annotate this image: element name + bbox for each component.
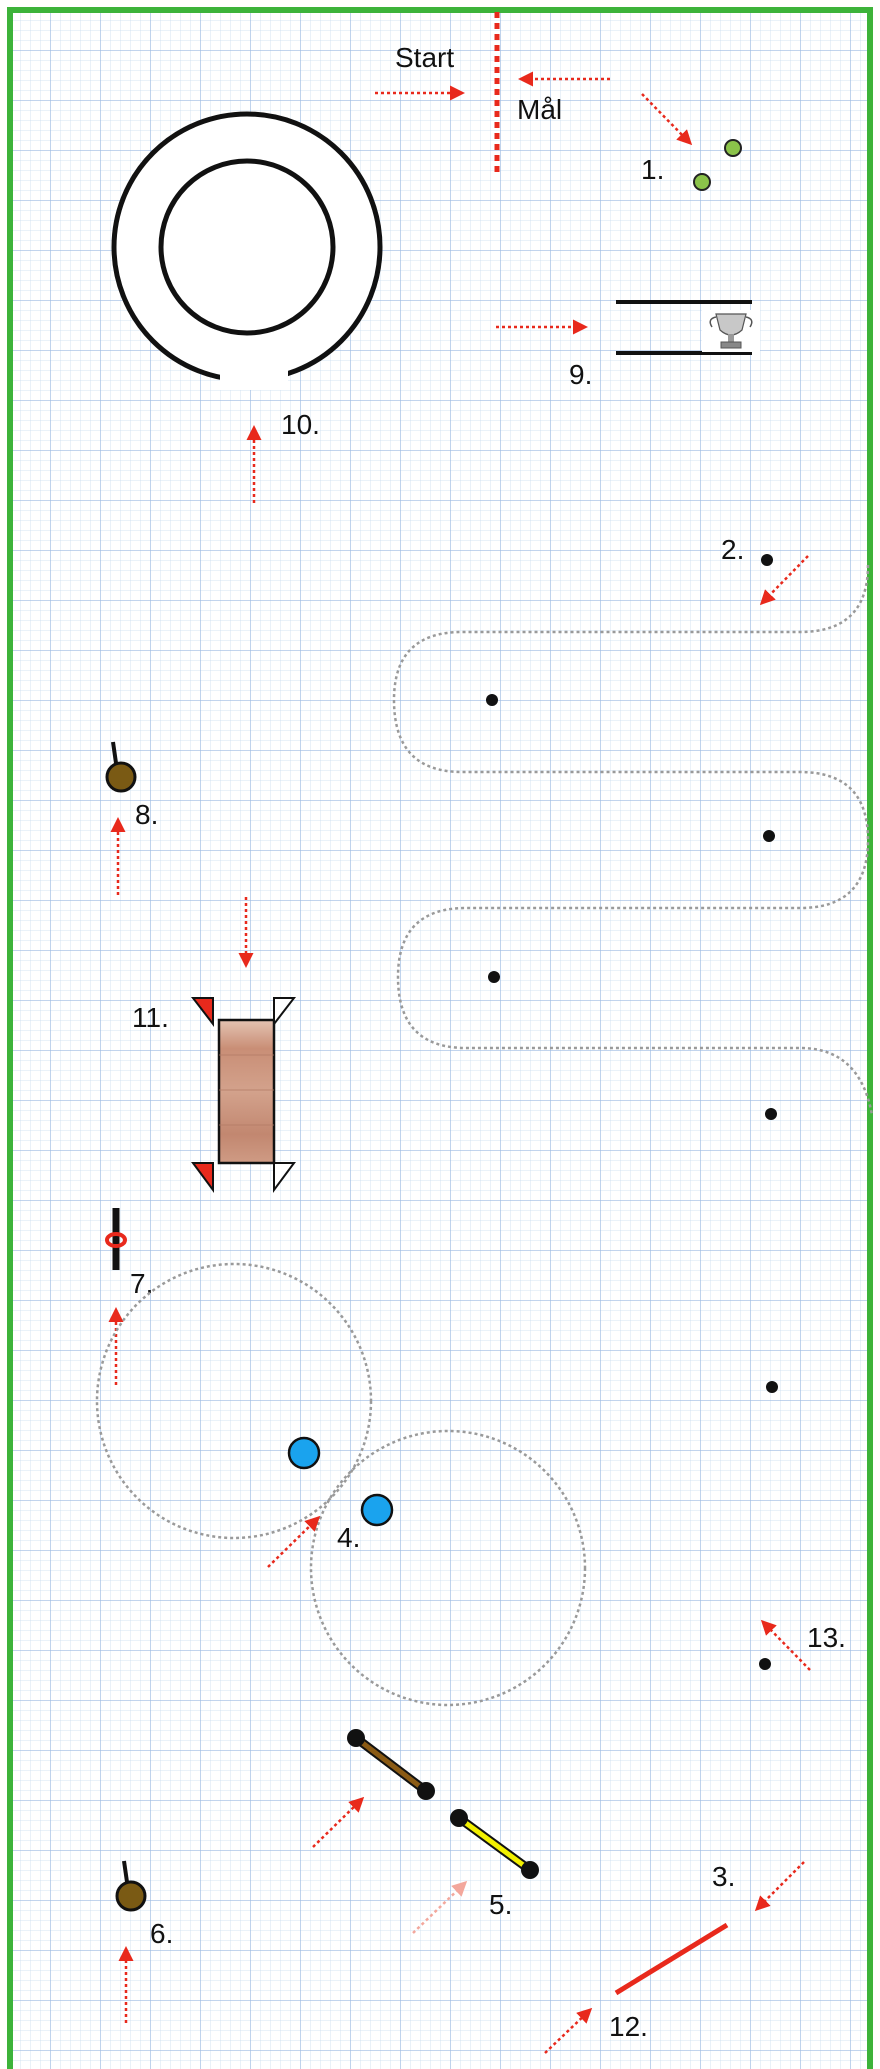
station-1-number: 1. xyxy=(641,154,664,185)
ball-4a xyxy=(289,1438,319,1468)
slalom-dot-6 xyxy=(766,1381,778,1393)
station-9-number: 9. xyxy=(569,359,592,390)
station-5-number: 5. xyxy=(489,1889,512,1920)
station-10-number: 10. xyxy=(281,409,320,440)
station-12-number: 12. xyxy=(609,2011,648,2042)
slalom-dot-2 xyxy=(486,694,498,706)
station-11-number: 11. xyxy=(132,1002,169,1033)
slalom-dot-5 xyxy=(765,1108,777,1120)
cone-1a xyxy=(725,140,741,156)
station-13-number: 13. xyxy=(807,1622,846,1653)
trophy-icon xyxy=(702,310,760,352)
inner-ring xyxy=(161,161,333,333)
post-icon xyxy=(107,763,135,791)
pole-brown-end-a xyxy=(347,1729,365,1747)
station-3-number: 3. xyxy=(712,1861,735,1892)
station-2-number: 2. xyxy=(721,534,744,565)
cone-1b xyxy=(694,174,710,190)
start-label: Start xyxy=(395,42,454,73)
post-6-icon xyxy=(117,1882,145,1910)
ring-opening xyxy=(220,370,288,390)
ball-4b xyxy=(362,1495,392,1525)
slalom-dot-4 xyxy=(488,971,500,983)
station-4-number: 4. xyxy=(337,1522,360,1553)
wooden-board xyxy=(219,1020,274,1163)
slalom-dot-1 xyxy=(761,554,773,566)
pole-brown-end-b xyxy=(417,1782,435,1800)
station-6-number: 6. xyxy=(150,1918,173,1949)
marker-13 xyxy=(759,1658,771,1670)
station-8-number: 8. xyxy=(135,799,158,830)
goal-label: Mål xyxy=(517,94,562,125)
pole-yellow-end-a xyxy=(450,1809,468,1827)
slalom-dot-3 xyxy=(763,830,775,842)
pole-yellow-end-b xyxy=(521,1861,539,1879)
